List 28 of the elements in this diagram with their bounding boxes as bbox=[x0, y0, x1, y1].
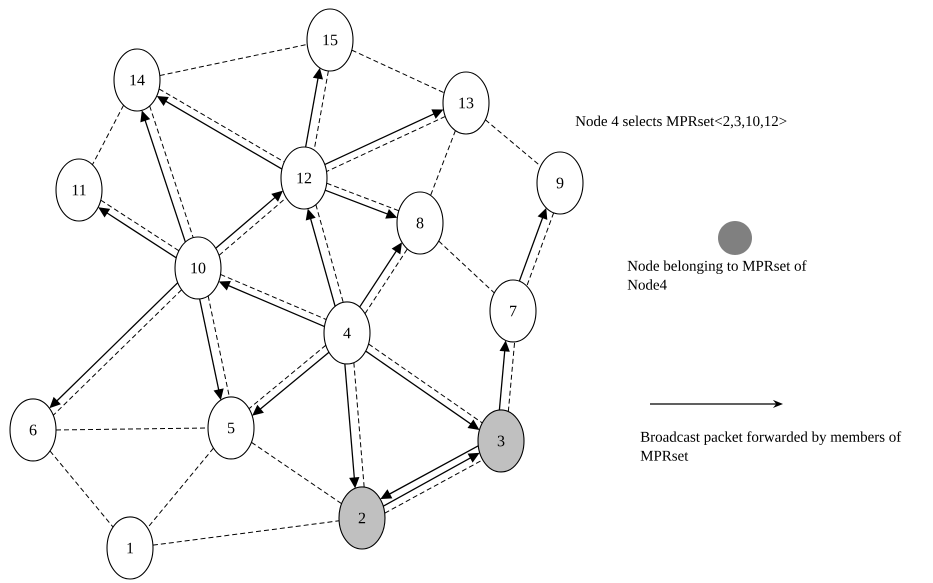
note-text: Node 4 selects MPRset<2,3,10,12> bbox=[576, 116, 786, 128]
link-line bbox=[484, 119, 542, 167]
link-line bbox=[158, 88, 285, 163]
link-line bbox=[147, 448, 214, 528]
link-line bbox=[508, 341, 516, 412]
link-line bbox=[364, 248, 408, 314]
link-line bbox=[152, 520, 340, 546]
link-line bbox=[326, 116, 446, 172]
link-line bbox=[326, 182, 400, 212]
link-line bbox=[49, 450, 114, 528]
link-line bbox=[149, 105, 194, 238]
link-line bbox=[384, 459, 484, 514]
legend-text: Node belonging to MPRset of Node4 bbox=[628, 260, 807, 290]
link-line bbox=[248, 344, 326, 410]
link-line bbox=[351, 50, 445, 94]
link-line bbox=[430, 130, 456, 196]
link-line bbox=[353, 362, 365, 488]
link-line bbox=[526, 212, 554, 287]
link-line bbox=[250, 442, 342, 504]
link-line bbox=[438, 240, 495, 294]
link-line bbox=[52, 289, 182, 416]
link-line bbox=[92, 104, 124, 166]
link-line bbox=[368, 343, 483, 424]
legend-text: Broadcast packet forwarded by members of MPRset bbox=[640, 431, 902, 461]
link-line bbox=[315, 204, 344, 303]
link-line bbox=[100, 200, 180, 252]
link-line bbox=[159, 44, 308, 76]
link-line bbox=[220, 274, 327, 320]
